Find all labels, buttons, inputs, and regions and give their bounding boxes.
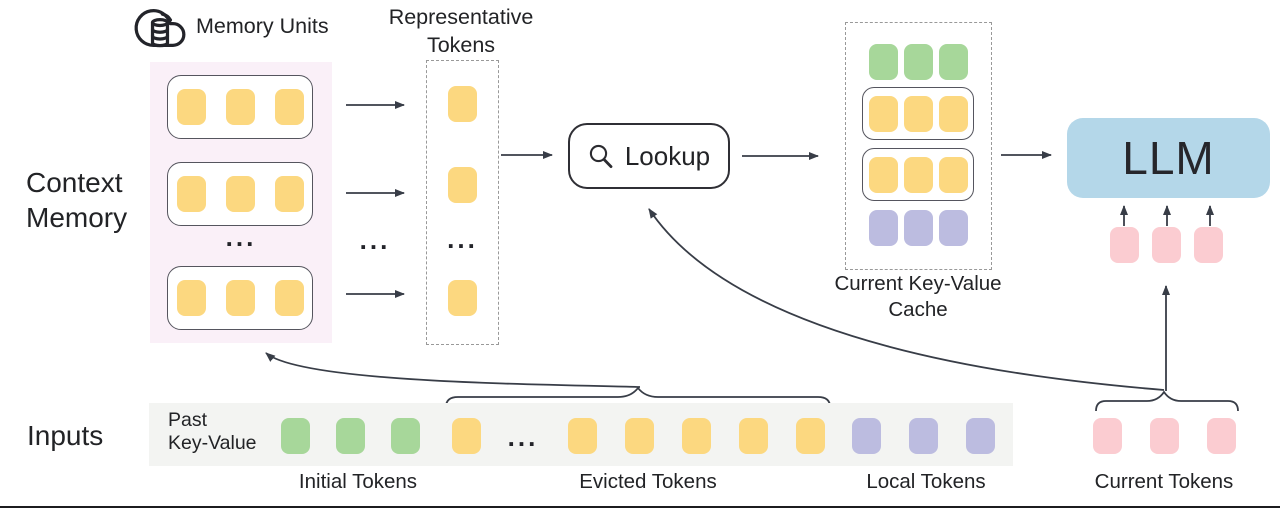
representative-tokens-panel: ... [426, 60, 499, 345]
memory-units-label: Memory Units [196, 14, 329, 38]
yellow-token [938, 156, 968, 193]
current-kv-cache-panel [845, 22, 992, 270]
arrow-evicted-to-memory [265, 352, 641, 388]
pink-token [1110, 227, 1139, 263]
evicted-tokens-label: Evicted Tokens [579, 470, 717, 493]
context-memory-label: Context Memory [26, 167, 128, 233]
yellow-token [448, 86, 477, 122]
bottom-rule [0, 506, 1280, 508]
pink-token [1152, 227, 1181, 263]
yellow-token [938, 95, 968, 132]
context-memory-panel [150, 62, 332, 343]
yellow-token [225, 280, 255, 316]
llm-box: LLM [1067, 118, 1270, 198]
yellow-token [868, 95, 898, 132]
yellow-token [225, 176, 255, 212]
current-tokens-brace [1095, 390, 1239, 412]
green-token [869, 44, 898, 80]
pink-token [1093, 418, 1122, 454]
evicted-tokens-group-head [452, 418, 481, 454]
llm-label: LLM [1122, 132, 1215, 184]
yellow-token [903, 156, 933, 193]
memory-unit-row [167, 162, 313, 226]
yellow-token [274, 89, 304, 125]
cloud-database-icon [134, 9, 186, 48]
inputs-label: Inputs [27, 420, 104, 451]
yellow-token [448, 280, 477, 316]
current-tokens-group [1093, 418, 1236, 454]
purple-token [852, 418, 881, 454]
yellow-token [176, 280, 206, 316]
yellow-token [176, 176, 206, 212]
yellow-token [868, 156, 898, 193]
initial-tokens-group [281, 418, 420, 454]
yellow-token [274, 280, 304, 316]
current-kv-cache-label: Current Key-Value Cache [834, 272, 1002, 321]
yellow-token [903, 95, 933, 132]
representative-token-slot [427, 280, 498, 316]
memory-unit-row [167, 266, 313, 330]
cache-local-row [846, 210, 991, 246]
green-token [939, 44, 968, 80]
yellow-token [274, 176, 304, 212]
current-tokens-label: Current Tokens [1094, 470, 1234, 493]
yellow-token [452, 418, 481, 454]
representative-token-slot [427, 167, 498, 203]
cache-prefix-row [846, 44, 991, 80]
yellow-token [625, 418, 654, 454]
yellow-token [568, 418, 597, 454]
search-icon [589, 144, 613, 168]
yellow-token [682, 418, 711, 454]
purple-token [966, 418, 995, 454]
local-tokens-group [852, 418, 995, 454]
green-token [336, 418, 365, 454]
yellow-token [176, 89, 206, 125]
lookup-label: Lookup [624, 140, 711, 171]
purple-token [869, 210, 898, 246]
evicted-ellipsis: ... [507, 422, 539, 452]
arrows-ellipsis: ... [359, 225, 391, 255]
pink-token [1194, 227, 1223, 263]
yellow-token [448, 167, 477, 203]
yellow-token [796, 418, 825, 454]
yellow-token [739, 418, 768, 454]
pink-token [1207, 418, 1236, 454]
memory-unit-row [167, 75, 313, 139]
purple-token [939, 210, 968, 246]
purple-token [904, 210, 933, 246]
pink-token [1150, 418, 1179, 454]
purple-token [909, 418, 938, 454]
initial-tokens-label: Initial Tokens [298, 470, 418, 493]
green-token [391, 418, 420, 454]
cache-unit-box [862, 148, 974, 201]
green-token [904, 44, 933, 80]
lookup-button: Lookup [568, 123, 730, 189]
representative-token-slot [427, 86, 498, 122]
green-token [281, 418, 310, 454]
past-key-value-label: Past Key-Value [168, 409, 257, 455]
evicted-tokens-group-tail [568, 418, 825, 454]
local-tokens-label: Local Tokens [866, 470, 986, 493]
memory-ellipsis: ... [225, 222, 257, 252]
representative-ellipsis: ... [447, 224, 478, 254]
cache-unit-box [862, 87, 974, 140]
representative-tokens-label: Representative Tokens [388, 5, 534, 57]
yellow-token [225, 89, 255, 125]
llm-input-tokens [1110, 227, 1223, 263]
